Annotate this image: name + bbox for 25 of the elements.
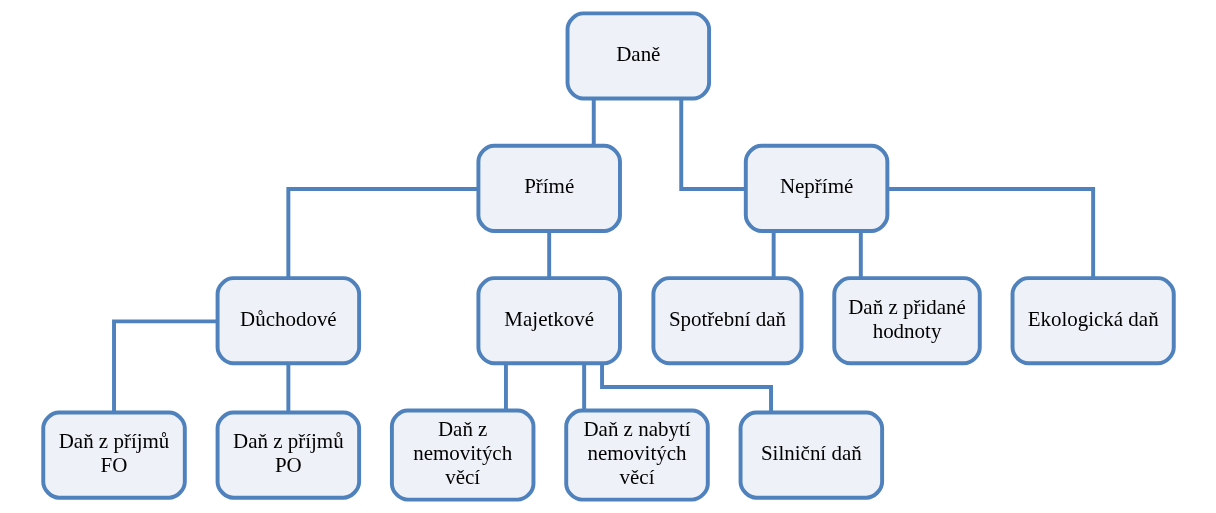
node-box: Přímé	[475, 143, 622, 233]
node-box: Daň z přidané hodnoty	[831, 276, 982, 366]
connector	[678, 98, 746, 191]
node-box: Daň z příjmů PO	[215, 410, 361, 500]
connector	[111, 319, 217, 413]
connector	[591, 98, 596, 146]
connector	[503, 363, 508, 411]
node-box: Ekologická daň	[1010, 276, 1176, 366]
node-box: Daň z příjmů FO	[40, 410, 187, 500]
node-box: Nepřímé	[743, 143, 889, 233]
node-box: Důchodové	[215, 276, 361, 366]
connector	[858, 230, 863, 278]
connector	[285, 363, 290, 413]
connector	[581, 363, 586, 411]
node-box: Daň z nabytí nemovitých věcí	[563, 408, 710, 502]
node-box: Spotřební daň	[650, 276, 803, 366]
connector	[771, 230, 776, 278]
connector	[599, 363, 773, 413]
connector	[285, 187, 478, 278]
node-box: Silniční daň	[738, 410, 884, 500]
connector	[886, 187, 1095, 278]
node-box: Majetkové	[475, 276, 622, 366]
connector	[546, 230, 551, 278]
node-box: Daně	[565, 11, 711, 101]
node-box: Daň z nemovitých věcí	[389, 408, 535, 502]
